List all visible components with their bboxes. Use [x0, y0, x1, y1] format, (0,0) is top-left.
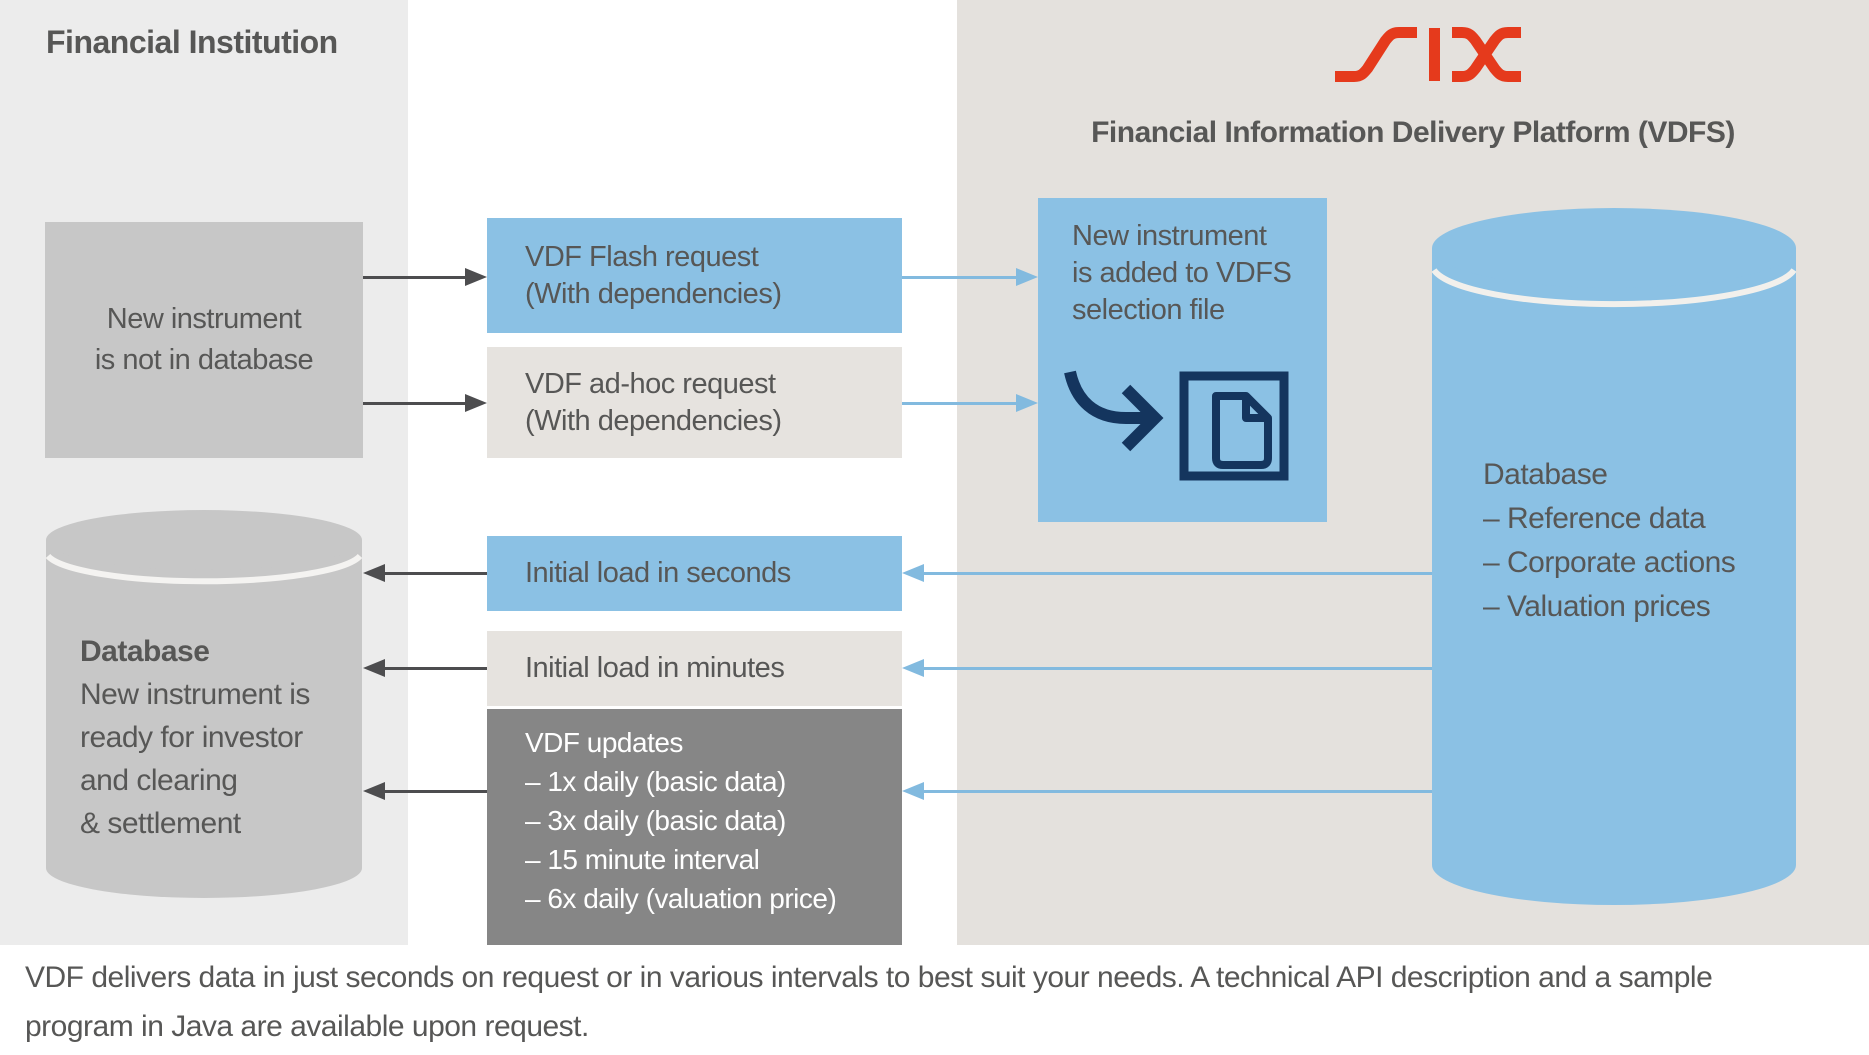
- vdf-updates-box: VDF updates – 1x daily (basic data) – 3x…: [487, 709, 902, 945]
- arrow-fi-to-flash-request: [363, 268, 487, 286]
- updates-item: – 15 minute interval: [525, 844, 760, 875]
- fi-database-label: Database New instrument is ready for inv…: [80, 630, 310, 845]
- new-instrument-not-in-db-box: New instrument is not in database: [45, 222, 363, 458]
- arrowhead-left-icon: [363, 782, 385, 800]
- caption-line: VDF delivers data in just seconds on req…: [25, 961, 1713, 994]
- initial-load-seconds-box: Initial load in seconds: [487, 536, 902, 611]
- box-line: is not in database: [94, 344, 314, 376]
- box-line: Initial load in minutes: [525, 652, 785, 684]
- fi-database-title: Database: [80, 635, 210, 668]
- arrowhead-left-icon: [363, 564, 385, 582]
- arrowhead-left-icon: [902, 659, 924, 677]
- updates-item: – 3x daily (basic data): [525, 805, 786, 836]
- box-line: is added to VDFS: [1072, 257, 1292, 289]
- arrow-seconds-to-fi-db: [363, 564, 487, 582]
- arrow-vdfs-db-to-seconds: [902, 564, 1432, 582]
- arrow-vdfs-db-to-minutes: [902, 659, 1432, 677]
- box-line: VDF ad-hoc request: [525, 367, 776, 400]
- cylinder-line: Database: [1483, 458, 1608, 491]
- box-line: New instrument: [1072, 220, 1267, 252]
- caption-line: program in Java are available upon reque…: [25, 1010, 589, 1043]
- arrowhead-right-icon: [1016, 268, 1038, 286]
- arrowhead-left-icon: [902, 564, 924, 582]
- cylinder-line: – Corporate actions: [1483, 546, 1736, 579]
- arrow-minutes-to-fi-db: [363, 659, 487, 677]
- hook-arrow-into-document-icon: [1064, 370, 1289, 481]
- box-line: Initial load in seconds: [525, 557, 791, 589]
- cylinder-line: ready for investor: [80, 721, 303, 754]
- box-line: (With dependencies): [525, 277, 782, 310]
- box-line: New instrument: [106, 303, 302, 335]
- arrowhead-right-icon: [465, 394, 487, 412]
- cylinder-line: – Reference data: [1483, 502, 1706, 535]
- cylinder-line: New instrument is: [80, 678, 310, 711]
- updates-item: – 6x daily (valuation price): [525, 883, 837, 914]
- arrow-fi-to-adhoc-request: [363, 394, 487, 412]
- vdfs-database-label: Database – Reference data – Corporate ac…: [1483, 453, 1736, 629]
- arrowhead-left-icon: [902, 782, 924, 800]
- box-line: selection file: [1072, 294, 1225, 326]
- updates-item: – 1x daily (basic data): [525, 766, 786, 797]
- vdf-adhoc-request-box: VDF ad-hoc request (With dependencies): [487, 347, 902, 458]
- vdfs-platform-title: Financial Information Delivery Platform …: [1091, 116, 1735, 149]
- arrowhead-right-icon: [465, 268, 487, 286]
- arrowhead-right-icon: [1016, 394, 1038, 412]
- cylinder-line: – Valuation prices: [1483, 590, 1711, 623]
- footer-caption: VDF delivers data in just seconds on req…: [25, 953, 1713, 1051]
- arrowhead-left-icon: [363, 659, 385, 677]
- updates-title: VDF updates: [525, 727, 683, 758]
- gray-database-cylinder-icon: [46, 510, 362, 898]
- initial-load-minutes-box: Initial load in minutes: [487, 631, 902, 706]
- arrow-flash-to-selection-file: [902, 268, 1038, 286]
- six-logo: [1335, 27, 1521, 82]
- cylinder-line: & settlement: [80, 807, 241, 840]
- arrow-adhoc-to-selection-file: [902, 394, 1038, 412]
- vdf-flash-request-box: VDF Flash request (With dependencies): [487, 218, 902, 333]
- blue-database-cylinder-icon: [1432, 208, 1796, 905]
- arrow-updates-to-fi-db: [363, 782, 487, 800]
- box-line: VDF Flash request: [525, 240, 759, 273]
- financial-institution-title: Financial Institution: [46, 24, 338, 60]
- arrow-vdfs-db-to-updates: [902, 782, 1432, 800]
- box-line: (With dependencies): [525, 404, 782, 437]
- cylinder-line: and clearing: [80, 764, 238, 797]
